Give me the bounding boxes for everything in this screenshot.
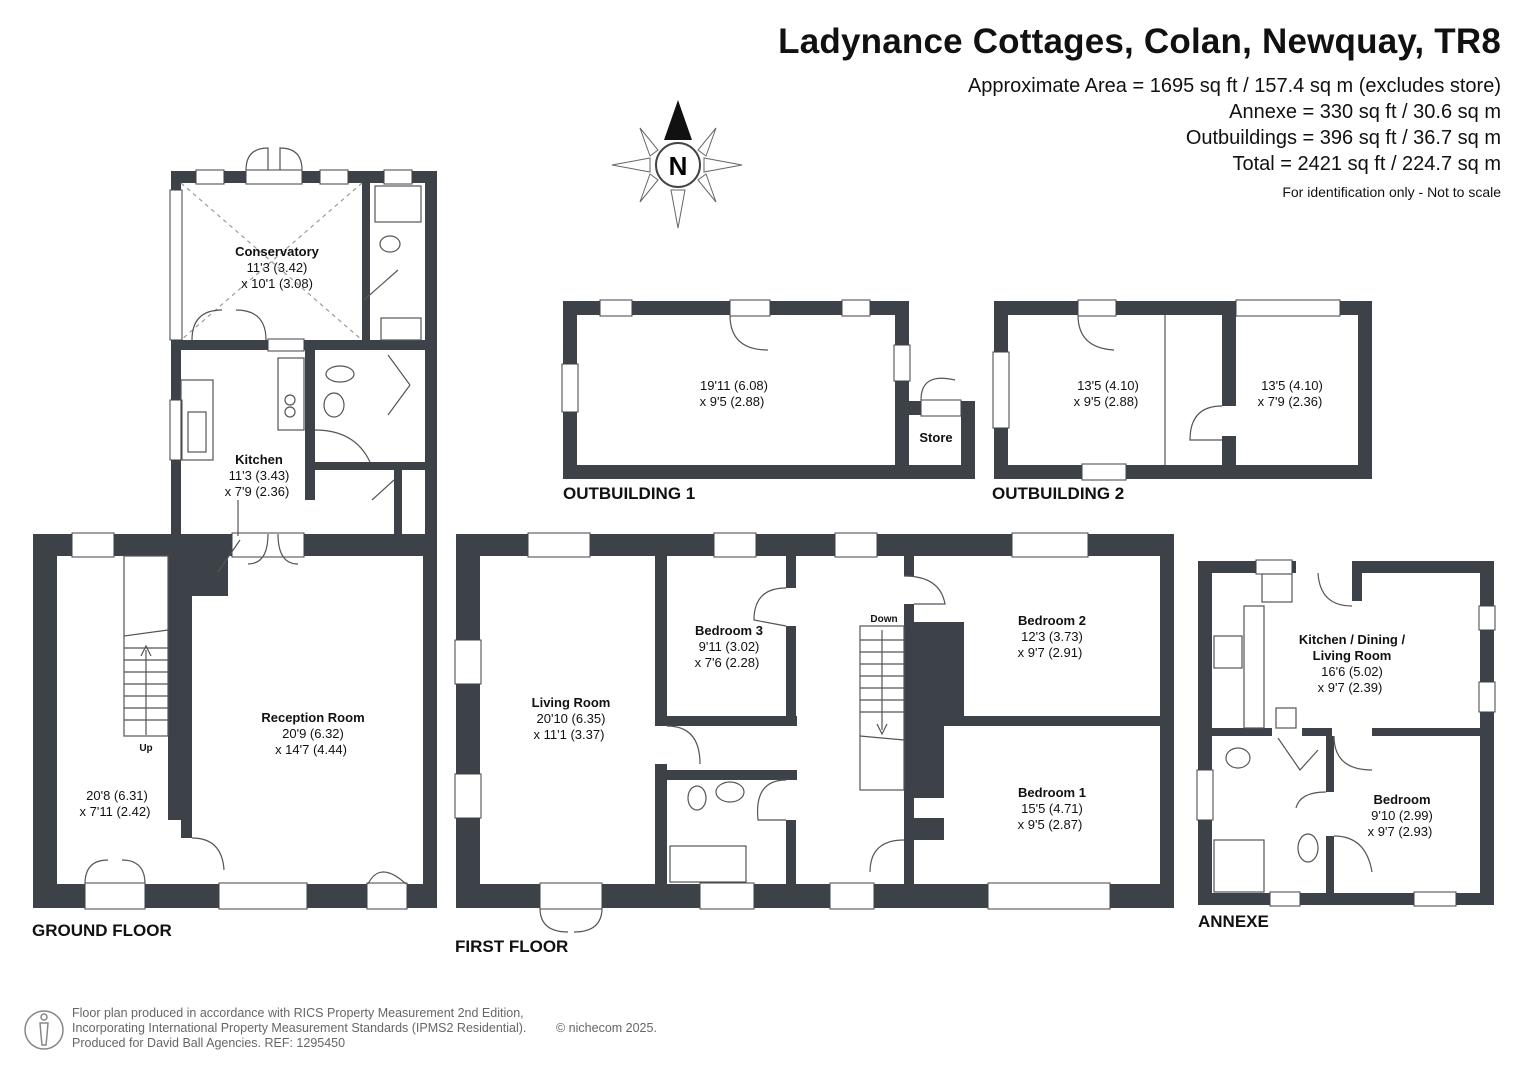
annexe-openings <box>1196 559 1496 907</box>
plan-title: Ladynance Cottages, Colan, Newquay, TR8 <box>778 22 1501 61</box>
reception-dim-1: 20'9 (6.32) <box>282 726 344 741</box>
living-room-dim-2: x 11'1 (3.37) <box>534 727 605 742</box>
approximate-area: Approximate Area = 1695 sq ft / 157.4 sq… <box>967 75 1501 97</box>
kitchen-dim-1: 11'3 (3.43) <box>229 468 290 483</box>
footer-line-2: Incorporating International Property Mea… <box>72 1021 527 1035</box>
footer-line-1: Floor plan produced in accordance with R… <box>72 1006 524 1020</box>
copyright: © nichecom 2025. <box>556 1021 657 1035</box>
compass-icon: N <box>611 100 743 229</box>
annexe-kitchen-dim-2: x 9'7 (2.39) <box>1318 680 1383 695</box>
outbuilding-1-dim-1: 19'11 (6.08) <box>700 378 768 393</box>
outbuilding-2b-dim-1: 13'5 (4.10) <box>1261 378 1323 393</box>
annexe-area: Annexe = 330 sq ft / 30.6 sq m <box>1229 101 1501 123</box>
annexe-bedroom-name: Bedroom <box>1373 792 1430 807</box>
reception-name: Reception Room <box>261 710 364 725</box>
first-floor-openings <box>454 532 1111 910</box>
room-labels: Conservatory 11'3 (3.42) x 10'1 (3.08) K… <box>80 244 1433 839</box>
ground-side-dim-1: 20'8 (6.31) <box>86 788 148 803</box>
compass-north-label: N <box>669 151 688 181</box>
outbuilding-2-openings <box>992 299 1341 481</box>
outbuilding-1-doors <box>729 314 956 401</box>
outbuilding-1-openings <box>561 299 962 417</box>
stairs-up-label: Up <box>139 743 152 754</box>
living-room-dim-1: 20'10 (6.35) <box>537 711 606 726</box>
outbuilding-2b-dim-2: x 7'9 (2.36) <box>1258 394 1323 409</box>
kitchen-name: Kitchen <box>235 452 283 467</box>
ground-floor-fixtures <box>84 147 422 885</box>
first-floor-plan <box>456 534 1174 908</box>
outbuilding-2-label: OUTBUILDING 2 <box>992 484 1124 503</box>
bedroom-1-dim-2: x 9'5 (2.87) <box>1018 817 1083 832</box>
scale-disclaimer: For identification only - Not to scale <box>1282 184 1501 200</box>
conservatory-dim-1: 11'3 (3.42) <box>247 260 308 275</box>
annexe-label: ANNEXE <box>1198 912 1269 931</box>
annexe-plan <box>1198 561 1494 905</box>
outbuilding-2-doors <box>1077 314 1223 465</box>
bedroom-2-dim-2: x 9'7 (2.91) <box>1018 645 1083 660</box>
annexe-kitchen-name-1: Kitchen / Dining / <box>1299 632 1406 647</box>
outbuilding-1-label: OUTBUILDING 1 <box>563 484 695 503</box>
stairs-down-label: Down <box>870 614 897 625</box>
annexe-bedroom-dim-1: 9'10 (2.99) <box>1371 808 1433 823</box>
kitchen-dim-2: x 7'9 (2.36) <box>225 484 290 499</box>
bedroom-1-dim-1: 15'5 (4.71) <box>1021 801 1083 816</box>
annexe-kitchen-dim-1: 16'6 (5.02) <box>1321 664 1383 679</box>
floor-labels: GROUND FLOOR FIRST FLOOR OUTBUILDING 1 O… <box>32 484 1269 956</box>
ground-floor-openings <box>71 169 413 910</box>
reception-dim-2: x 14'7 (4.44) <box>275 742 347 757</box>
bedroom-2-dim-1: 12'3 (3.73) <box>1021 629 1083 644</box>
annexe-fixtures <box>1213 572 1373 893</box>
outbuilding-1-plan <box>563 301 975 479</box>
outbuilding-2a-dim-1: 13'5 (4.10) <box>1077 378 1139 393</box>
conservatory-dim-2: x 10'1 (3.08) <box>241 276 313 291</box>
ground-floor-label: GROUND FLOOR <box>32 921 172 940</box>
living-room-name: Living Room <box>532 695 611 710</box>
person-icon <box>24 1010 64 1050</box>
first-floor-label: FIRST FLOOR <box>455 937 568 956</box>
total-area: Total = 2421 sq ft / 224.7 sq m <box>1232 153 1502 175</box>
conservatory-name: Conservatory <box>235 244 320 259</box>
bedroom-3-name: Bedroom 3 <box>695 623 763 638</box>
outbuilding-1-dim-2: x 9'5 (2.88) <box>700 394 765 409</box>
footer-line-3: Produced for David Ball Agencies. REF: 1… <box>72 1036 346 1050</box>
annexe-kitchen-name-2: Living Room <box>1313 648 1392 663</box>
annexe-bedroom-dim-2: x 9'7 (2.93) <box>1368 824 1433 839</box>
bedroom-3-dim-1: 9'11 (3.02) <box>699 639 760 654</box>
first-floor-fixtures <box>539 575 946 933</box>
ground-side-dim-2: x 7'11 (2.42) <box>80 804 151 819</box>
bedroom-3-dim-2: x 7'6 (2.28) <box>695 655 760 670</box>
bedroom-1-name: Bedroom 1 <box>1018 785 1086 800</box>
outbuildings-area: Outbuildings = 396 sq ft / 36.7 sq m <box>1185 127 1501 149</box>
store-name: Store <box>919 430 952 445</box>
bedroom-2-name: Bedroom 2 <box>1018 613 1086 628</box>
outbuilding-2a-dim-2: x 9'5 (2.88) <box>1074 394 1139 409</box>
